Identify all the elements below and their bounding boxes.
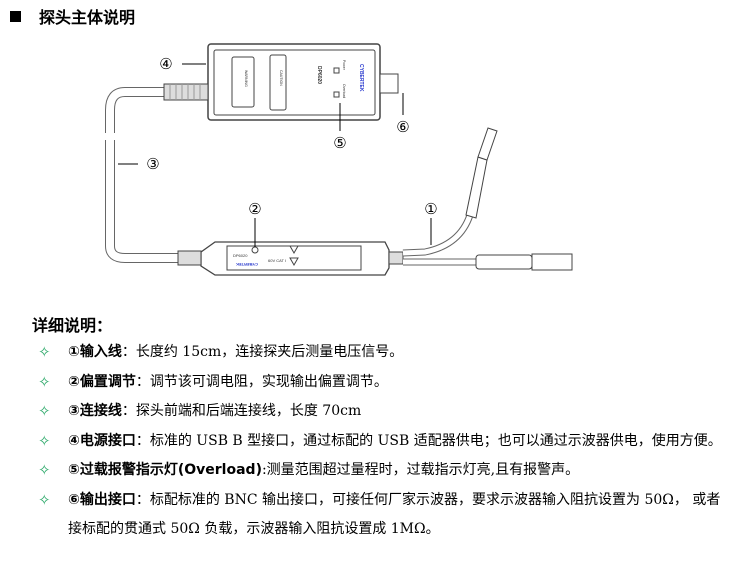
inline-model: DP6020 (233, 253, 248, 258)
item-text: :测量范围超过量程时，过载指示灯亮,且有报警声。 (261, 462, 580, 478)
item-label: ①输入线 (68, 344, 122, 360)
inline-cat: 60V CAT I (268, 258, 286, 263)
callout-2: ② (248, 201, 261, 218)
test-leads (465, 127, 573, 271)
overload-led-icon (333, 91, 340, 98)
details-list: ✧ ①输入线：长度约 15cm，连接探夹后测量电压信号。 ✧ ②偏置调节：调节该可调… (36, 338, 731, 545)
list-item: ✧ ④电源接口：标准的 USB B 型接口，通过标配的 USB 适配器供电；也可以… (36, 427, 731, 457)
diamond-bullet-icon: ✧ (38, 461, 51, 479)
overload-label: Overload (342, 84, 346, 98)
callout-4: ④ (159, 56, 172, 73)
inline-brand: CYBERTEK (236, 262, 258, 267)
callout-5: ⑤ (333, 135, 346, 152)
inline-module (177, 241, 404, 276)
item-label: ③连接线 (68, 403, 122, 419)
offset-adjust-knob (251, 246, 259, 254)
power-led-icon (333, 67, 340, 74)
connection-cable (105, 87, 180, 263)
model-label: DP6020 (316, 66, 322, 84)
caution-label: CAUTION (279, 70, 283, 86)
item-text: ：长度约 15cm，连接探夹后测量电压信号。 (121, 344, 404, 360)
warning-label: WARNING (244, 70, 248, 87)
callout-1: ① (424, 201, 437, 218)
item-label: ②偏置调节 (68, 373, 136, 390)
item-text: ：标准的 USB B 型接口，通过标配的 USB 适配器供电；也可以通过示波器供… (135, 432, 722, 449)
list-item: ✧ ⑥输出接口：标配标准的 BNC 输出接口，可接任何厂家示波器，要求示波器输入阻… (36, 486, 731, 545)
list-item: ✧ ③连接线：探头前端和后端连接线，长度 70cm (36, 397, 731, 427)
item-text: ：探头前端和后端连接线，长度 70cm (121, 403, 362, 419)
diamond-bullet-icon: ✧ (38, 343, 51, 361)
item-label: ⑥输出接口 (68, 491, 136, 508)
diamond-bullet-icon: ✧ (38, 431, 51, 450)
diamond-bullet-icon: ✧ (38, 402, 51, 420)
probe-main-body (163, 43, 399, 121)
item-text: ：标配标准的 BNC 输出接口，可接任何厂家示波器，要求示波器输入阻抗设置为 5… (68, 491, 721, 538)
probe-diagram: CYBERTEK DP6020 Power Overload CAUTION W… (104, 43, 573, 276)
list-item: ✧ ②偏置调节：调节该可调电阻，实现输出偏置调节。 (36, 368, 731, 398)
details-heading: 详细说明： (32, 316, 113, 335)
brand-logo: CYBERTEK (358, 64, 364, 92)
diamond-bullet-icon: ✧ (38, 372, 51, 391)
item-text: ：调节该可调电阻，实现输出偏置调节。 (135, 373, 388, 390)
section-title: 探头主体说明 (10, 4, 135, 28)
square-bullet-icon (10, 10, 21, 22)
list-item: ✧ ⑤过载报警指示灯(Overload):测量范围超过量程时，过载指示灯亮,且有报… (36, 456, 731, 486)
list-item: ✧ ①输入线：长度约 15cm，连接探夹后测量电压信号。 (36, 338, 731, 368)
item-label: ⑤过载报警指示灯(Overload) (68, 462, 262, 478)
callout-6: ⑥ (396, 119, 409, 136)
power-label: Power (342, 60, 346, 71)
item-label: ④电源接口 (68, 432, 136, 449)
section-title-text: 探头主体说明 (39, 8, 136, 27)
callout-3: ③ (146, 156, 159, 173)
diamond-bullet-icon: ✧ (38, 490, 51, 509)
